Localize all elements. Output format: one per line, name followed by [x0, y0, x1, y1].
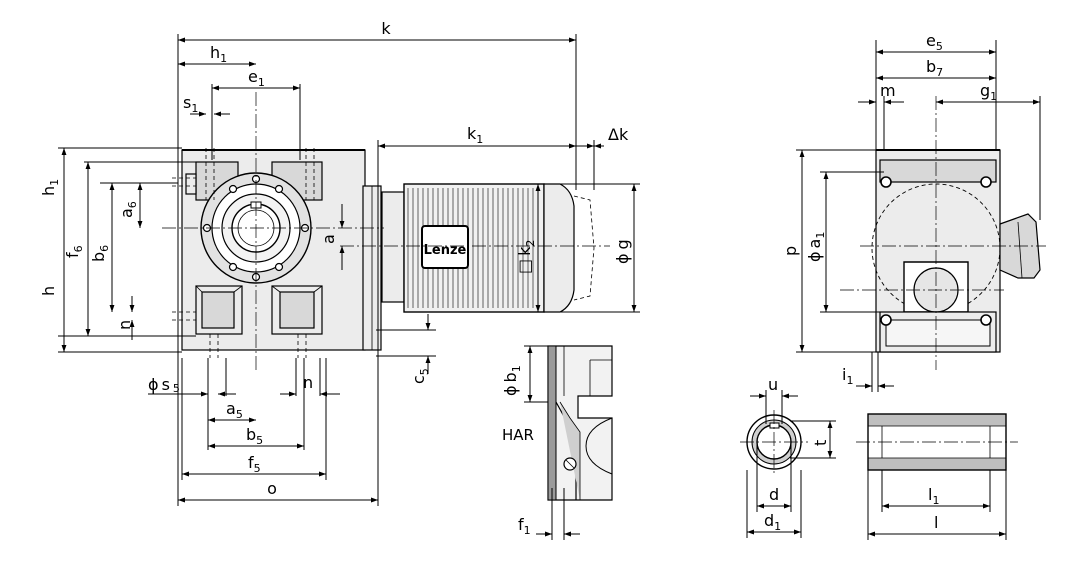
label-b1: ϕb1 — [501, 365, 523, 396]
label-delta-k: Δk — [608, 125, 629, 144]
label-g1: g1 — [980, 81, 997, 103]
har-section-view — [547, 345, 613, 540]
front-view: Lenze — [162, 92, 610, 372]
label-p: p — [781, 246, 800, 256]
label-u: u — [768, 375, 778, 394]
brand-label: Lenze — [424, 243, 467, 258]
label-s1: s1 — [183, 93, 198, 115]
label-m: m — [880, 81, 896, 100]
end-view — [840, 96, 1046, 392]
label-t: t — [811, 440, 830, 446]
har-label: HAR — [502, 426, 534, 444]
label-d1: d1 — [764, 511, 781, 533]
flange-bolt-holes — [202, 174, 310, 282]
label-c5: c5 — [409, 368, 431, 384]
label-b6: b6 — [89, 245, 111, 262]
label-a6: a6 — [117, 201, 139, 218]
label-n-left: n — [115, 320, 134, 330]
label-k: k — [381, 19, 391, 38]
label-e5: e5 — [926, 31, 943, 53]
label-e1: e1 — [248, 67, 265, 89]
label-a5: a5 — [226, 399, 243, 421]
gearbox-housing — [172, 148, 382, 358]
label-b5: b5 — [246, 425, 263, 447]
label-g: ϕg — [613, 239, 632, 264]
label-f1: f1 — [518, 515, 531, 537]
label-i1: i1 — [842, 365, 853, 387]
label-n-bottom: n — [303, 373, 313, 392]
motor: Lenze — [381, 183, 595, 313]
label-f5: f5 — [248, 453, 261, 475]
label-d: d — [769, 485, 779, 504]
label-a1: ϕa1 — [805, 232, 827, 262]
dimension-labels: k h1 e1 s1 k1 Δk h1 f6 b6 a6 a h n □k2 ϕ… — [39, 19, 997, 537]
label-l1: l1 — [928, 485, 939, 507]
label-h: h — [39, 286, 58, 296]
dimension-lines — [58, 34, 1041, 540]
shaft-cross-section — [740, 410, 808, 476]
shaft-longitudinal-section — [856, 413, 1018, 471]
label-h1-left: h1 — [39, 179, 61, 196]
label-o: o — [267, 479, 277, 498]
label-k1: k1 — [467, 124, 483, 146]
label-b7: b7 — [926, 57, 943, 79]
label-f6: f6 — [63, 245, 85, 258]
label-l: l — [934, 513, 938, 532]
label-k2: □k2 — [515, 240, 537, 274]
label-h1-top: h1 — [210, 43, 227, 65]
label-a: a — [319, 234, 338, 244]
